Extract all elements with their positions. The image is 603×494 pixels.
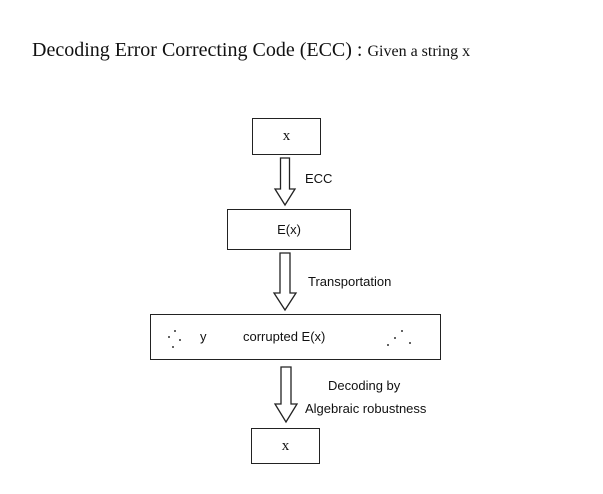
noise-dots-right [385,329,415,351]
input-node: x [252,118,321,155]
title-subtitle: Given a string x [367,43,471,60]
encoded-node: E(x) [227,209,351,250]
transport-arrow-icon [272,252,298,312]
diagram-title: Decoding Error Correcting Code (ECC) : G… [32,39,470,62]
ecc-label: ECC [305,171,333,186]
ecc-arrow-icon [273,157,297,207]
output-node-label: x [281,437,290,454]
noise-dots-left [166,329,188,351]
output-node: x [251,428,320,464]
corrupted-symbol: y [200,329,207,344]
corrupted-node: y corrupted E(x) [150,314,441,360]
transport-label: Transportation [308,274,392,289]
decode-arrow-icon [273,366,299,424]
decode-label-line1: Decoding by [328,378,401,393]
input-node-label: x [282,128,291,144]
corrupted-node-label: corrupted E(x) [243,329,326,344]
decode-label-line2: Algebraic robustness [305,401,427,416]
title-main: Decoding Error Correcting Code (ECC) : [32,39,363,61]
encoded-node-label: E(x) [277,222,301,237]
